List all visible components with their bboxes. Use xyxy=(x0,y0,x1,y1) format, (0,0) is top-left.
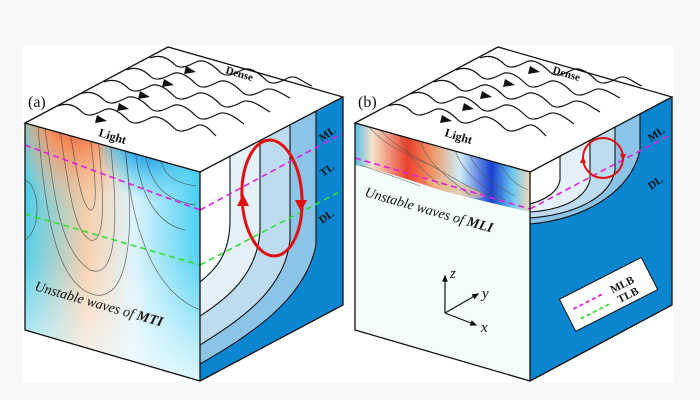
mlb-line-side-a xyxy=(199,132,344,211)
axes-triad xyxy=(442,274,480,326)
tlb-line-side-a xyxy=(199,189,344,266)
arrow-up-icon xyxy=(580,156,586,163)
wave-fronts-a xyxy=(57,55,313,137)
panel-label-a: (a) xyxy=(28,94,46,111)
arrow-up-icon xyxy=(237,194,249,206)
mlb-line-side-b xyxy=(529,133,673,210)
legend: MLB TLB xyxy=(558,256,659,333)
arrow-down-icon xyxy=(620,154,626,161)
front-face-a xyxy=(25,123,200,381)
panel-label-b: (b) xyxy=(358,94,377,111)
wave-arrows-a xyxy=(95,66,196,123)
cube-a xyxy=(23,46,345,382)
axis-label-y: y xyxy=(480,286,489,302)
tlb-line-front-a xyxy=(24,213,201,266)
legend-swatch-mlb xyxy=(572,293,603,310)
cube-b: MLB TLB xyxy=(353,46,674,382)
caption-b-emph: MLI xyxy=(464,214,495,236)
mlb-line-front-a xyxy=(24,144,201,211)
side-face-a xyxy=(200,97,343,381)
axis-label-x: x xyxy=(480,320,488,336)
front-face-b xyxy=(355,123,530,381)
axis-label-z: z xyxy=(449,266,456,282)
arrow-down-icon xyxy=(295,200,307,212)
caption-a-emph: MTI xyxy=(134,308,165,330)
legend-swatch-tlb xyxy=(580,303,610,320)
x-axis-arrow xyxy=(444,312,478,326)
y-axis-arrow xyxy=(444,293,480,314)
mlb-line-front-b xyxy=(354,157,531,210)
wave-fronts-b xyxy=(387,55,643,137)
wave-arrows-b xyxy=(440,66,540,123)
